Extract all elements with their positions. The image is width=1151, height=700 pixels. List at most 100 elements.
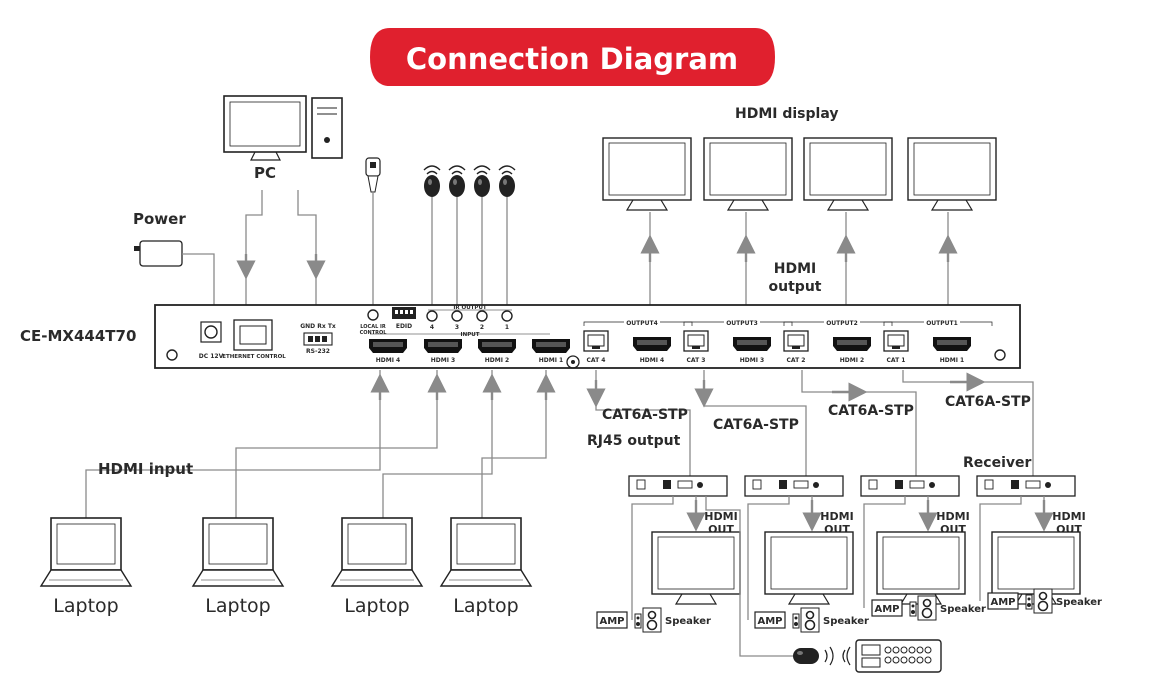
- receiver-display-icon: [651, 531, 741, 605]
- hdmi-input-port-2: [478, 339, 516, 353]
- diagram-title: Connection Diagram: [406, 42, 738, 76]
- hdmi-input-port-label: HDMI 3: [431, 357, 455, 364]
- receiver-display-icon: [876, 531, 966, 605]
- panel-ethernet-label: ETHERNET CONTROL: [222, 354, 286, 360]
- cat-port-1: [883, 330, 909, 352]
- amp-label: AMP: [990, 597, 1015, 608]
- laptop-1-icon: [40, 517, 132, 587]
- remote-control-icon: [855, 639, 942, 673]
- hdmi-output-port-label: HDMI 2: [840, 357, 864, 364]
- ir-output-number: 2: [480, 324, 484, 331]
- receiver-icon: [860, 475, 960, 497]
- cable-label-1: CAT6A-STP: [602, 407, 688, 423]
- cat-port-4: [583, 330, 609, 352]
- hdmi-output-port-3: [733, 337, 771, 351]
- cat-port-label: CAT 4: [587, 357, 606, 364]
- laptop-4-icon: [440, 517, 532, 587]
- cat-port-label: CAT 2: [787, 357, 806, 364]
- panel-ir-output-label: IR OUTPUT: [453, 305, 487, 311]
- laptop-2-icon: [192, 517, 284, 587]
- cat-port-label: CAT 3: [687, 357, 706, 364]
- ir-output-number: 4: [430, 324, 434, 331]
- hdmi-output-label-2: output: [769, 279, 822, 295]
- ir-output-port-3: [451, 310, 463, 322]
- hdmi-output-port-2: [833, 337, 871, 351]
- pc-icon: [223, 95, 343, 161]
- receiver-label: Receiver: [963, 455, 1031, 471]
- speaker-label: Speaker: [940, 604, 986, 615]
- panel-dc-label: DC 12V: [199, 353, 224, 360]
- rj45-output-label: RJ45 output: [587, 433, 681, 449]
- panel-gnd-label: GND Rx Tx: [300, 323, 336, 330]
- amp-label: AMP: [874, 604, 899, 615]
- ir-emitter-1-icon: [498, 165, 516, 305]
- hdmi-input-port-1: [532, 339, 570, 353]
- output-group-label: OUTPUT4: [626, 320, 658, 327]
- pc-label: PC: [254, 164, 276, 182]
- hdmi-output-port-1: [933, 337, 971, 351]
- laptop-3-icon: [331, 517, 423, 587]
- laptop-4-label: Laptop: [453, 595, 518, 617]
- display-1: [602, 137, 692, 211]
- ir-output-number: 1: [505, 324, 509, 331]
- title-banner: [370, 28, 775, 86]
- display-2: [703, 137, 793, 211]
- hdmi-input-port-label: HDMI 1: [539, 357, 563, 364]
- ir-output-port-4: [426, 310, 438, 322]
- amp-label: AMP: [599, 616, 624, 627]
- speaker-icon: [792, 607, 820, 633]
- display-4: [907, 137, 997, 211]
- ir-emitter-4-icon: [423, 165, 441, 305]
- ir-receiver-eye-icon: [793, 646, 851, 666]
- matrix-device: DC 12V ETHERNET CONTROL GND Rx Tx RS-232…: [154, 304, 1021, 369]
- speaker-label: Speaker: [665, 616, 711, 627]
- cat-port-label: CAT 1: [887, 357, 906, 364]
- hdmi-output-label-1: HDMI: [774, 261, 816, 277]
- ir-emitter-3-icon: [448, 165, 466, 305]
- cable-label-2: CAT6A-STP: [713, 417, 799, 433]
- speaker-icon: [909, 595, 937, 621]
- hdmi-output-port-label: HDMI 3: [740, 357, 764, 364]
- model-label: CE-MX444T70: [20, 327, 136, 345]
- cat-port-2: [783, 330, 809, 352]
- laptop-3-label: Laptop: [344, 595, 409, 617]
- speaker-label: Speaker: [1056, 597, 1102, 608]
- panel-input-label: INPUT: [461, 332, 480, 338]
- receiver-icon: [628, 475, 728, 497]
- hdmi-input-label: HDMI input: [98, 460, 193, 478]
- hdmi-output-port-label: HDMI 4: [640, 357, 664, 364]
- cable-label-4: CAT6A-STP: [945, 394, 1031, 410]
- receiver-display-icon: [764, 531, 854, 605]
- receiver-icon: [976, 475, 1076, 497]
- speaker-icon: [634, 607, 662, 633]
- hdmi-input-port-3: [424, 339, 462, 353]
- laptop-1-label: Laptop: [53, 595, 118, 617]
- panel-local-ir-label-1: LOCAL IR: [360, 324, 386, 330]
- hdmi-out-label-1: HDMI: [820, 510, 853, 523]
- speaker-label: Speaker: [823, 616, 869, 627]
- amp-box: [871, 599, 903, 617]
- ir-emitter-2-icon: [473, 165, 491, 305]
- ir-output-number: 3: [455, 324, 459, 331]
- receiver-icon: [744, 475, 844, 497]
- ir-output-port-2: [476, 310, 488, 322]
- panel-edid-label: EDID: [396, 323, 412, 330]
- laptop-2-label: Laptop: [205, 595, 270, 617]
- hdmi-input-port-4: [369, 339, 407, 353]
- display-3: [803, 137, 893, 211]
- hdmi-out-label-1: HDMI: [704, 510, 737, 523]
- output-group-label: OUTPUT2: [826, 320, 858, 327]
- hdmi-out-label-1: HDMI: [936, 510, 969, 523]
- local-ir-receiver-icon: [365, 157, 381, 305]
- amp-box: [754, 611, 786, 629]
- hdmi-out-label-1: HDMI: [1052, 510, 1085, 523]
- hdmi-output-port-label: HDMI 1: [940, 357, 964, 364]
- output-group-label: OUTPUT3: [726, 320, 758, 327]
- hdmi-output-port-4: [633, 337, 671, 351]
- panel-local-ir-label-2: CONTROL: [360, 330, 388, 336]
